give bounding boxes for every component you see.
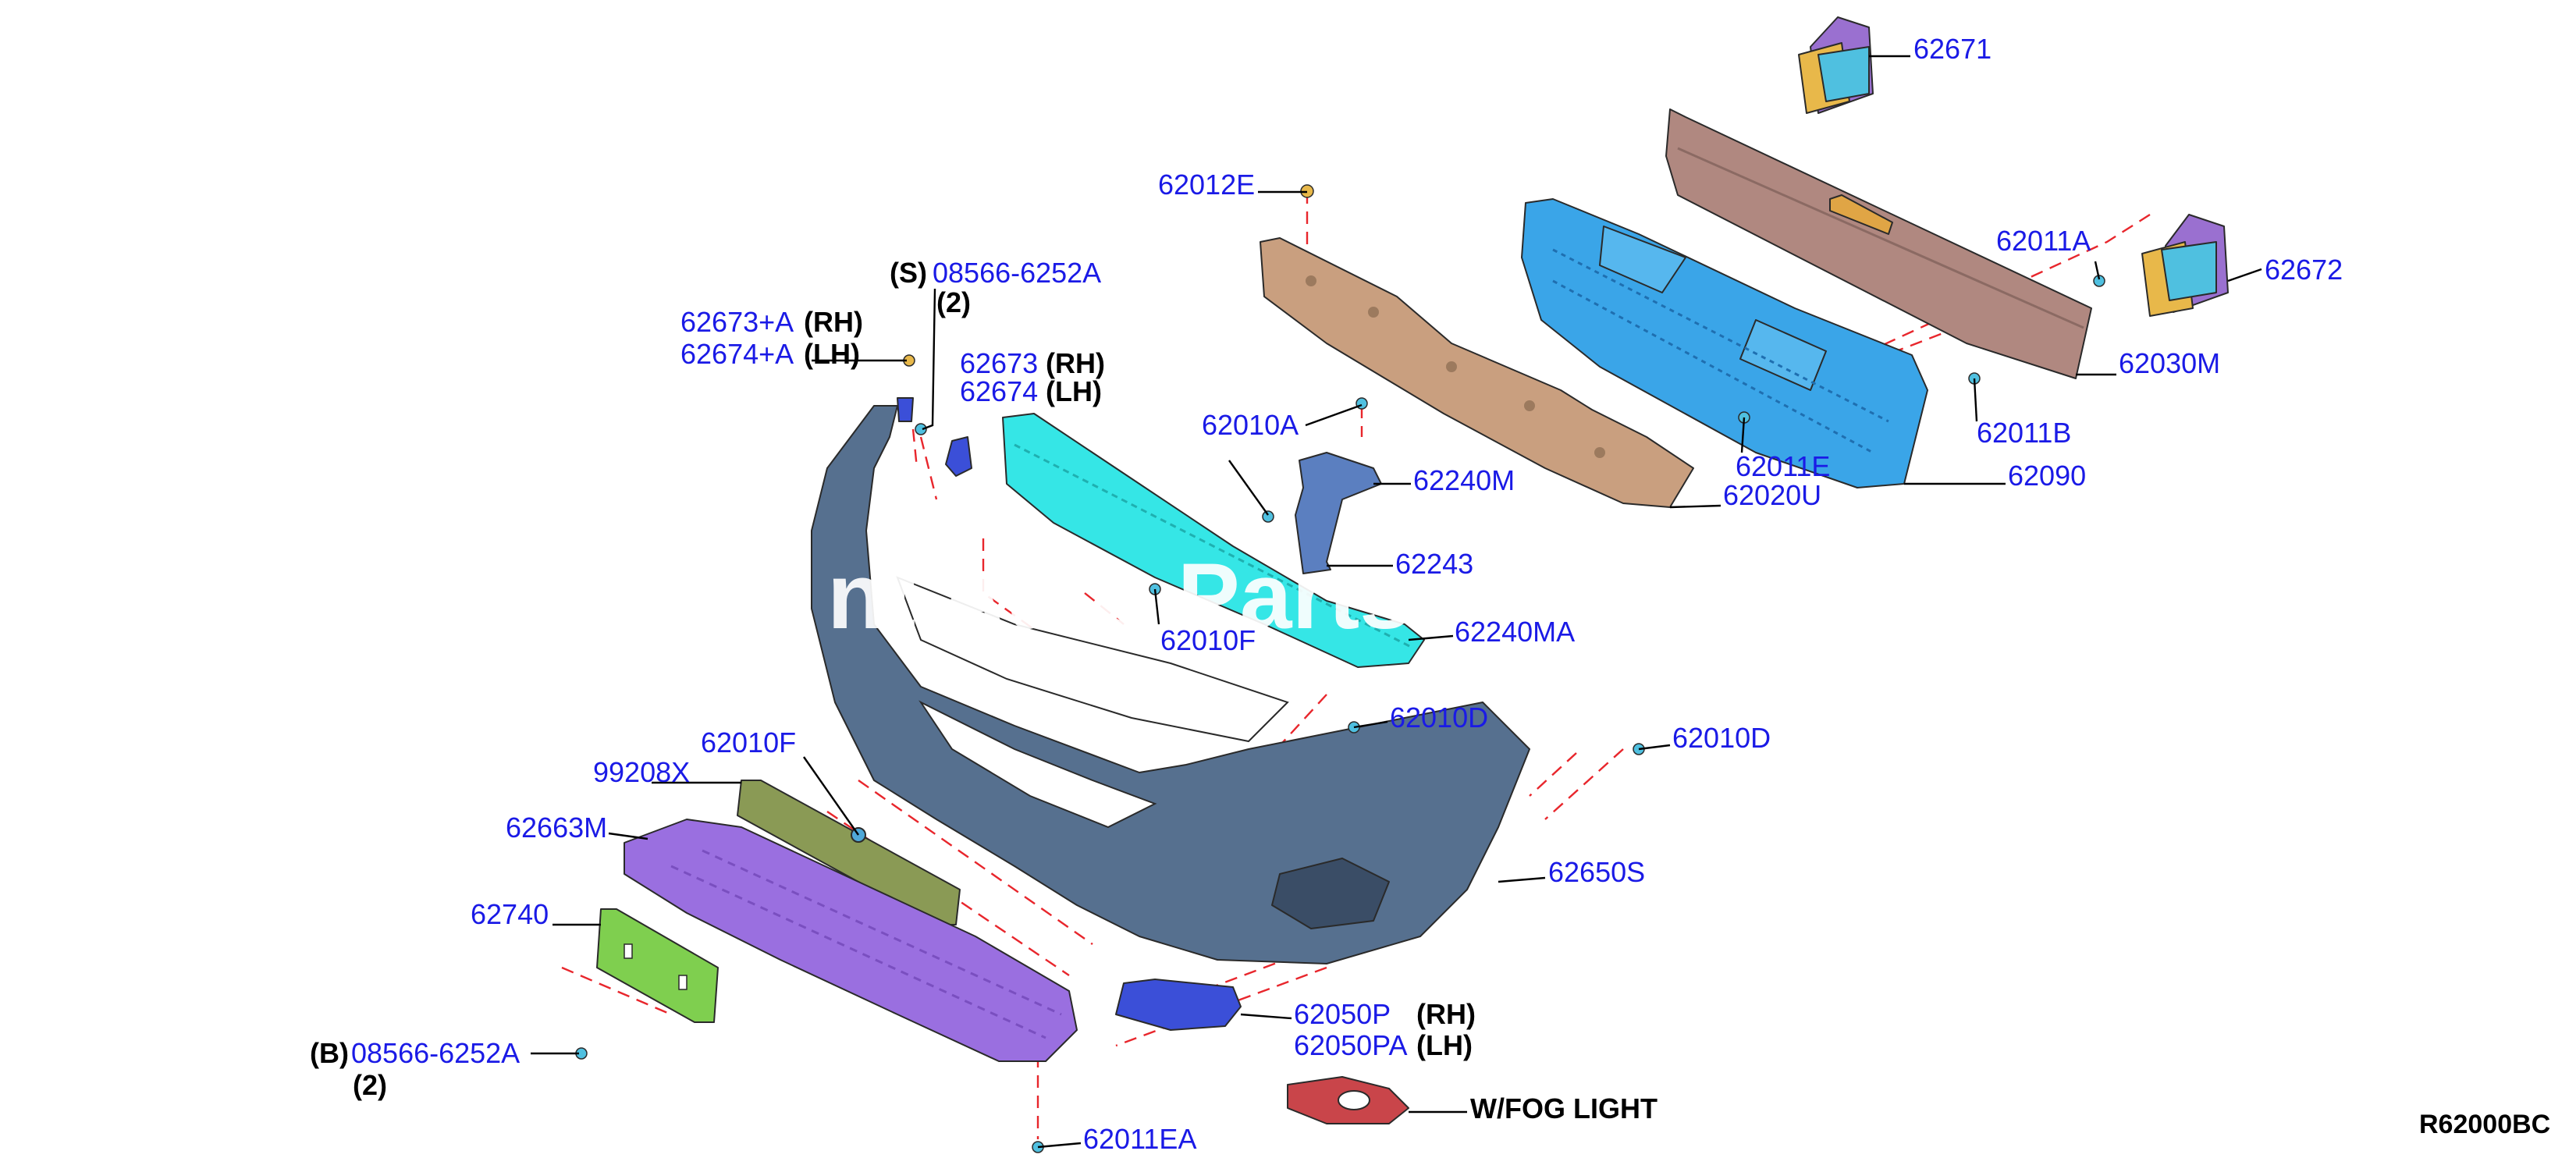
label-62050p-side: (RH) <box>1416 998 1476 1030</box>
label-62020u[interactable]: 62020U <box>1723 479 1821 511</box>
label-fog-light-note: W/FOG LIGHT <box>1470 1092 1658 1124</box>
bumper-fascia-62650s-graphic <box>811 405 1530 964</box>
diagram-reference-code: R62000BC <box>2419 1110 2550 1139</box>
label-08566-6252a-s[interactable]: 08566-6252A <box>933 257 1101 289</box>
label-62671[interactable]: 62671 <box>1913 33 1992 65</box>
label-62674-side: (LH) <box>1046 375 1102 407</box>
label-62050p[interactable]: 62050P <box>1294 998 1391 1030</box>
label-62243[interactable]: 62243 <box>1395 548 1473 580</box>
label-08566-6252a-b[interactable]: 08566-6252A <box>351 1037 520 1069</box>
label-62010f-upper[interactable]: 62010F <box>1160 624 1256 656</box>
bracket-62671-graphic <box>1798 16 1874 114</box>
label-62011e[interactable]: 62011E <box>1736 450 1830 482</box>
label-08566-qty-s: (2) <box>936 286 971 318</box>
fog-finisher-fog-light-graphic <box>1287 1076 1409 1124</box>
label-62674a[interactable]: 62674+A <box>680 338 794 370</box>
label-62010f-lower[interactable]: 62010F <box>701 726 796 758</box>
part-labels: 62671 62672 62012E 62011A 62030M 62011B … <box>310 33 2550 1155</box>
label-62090[interactable]: 62090 <box>2008 460 2086 492</box>
license-plate-62740-graphic <box>596 908 719 1023</box>
label-62011b[interactable]: 62011B <box>1977 417 2071 449</box>
shield-62020u-graphic <box>1260 237 1694 508</box>
label-62650s[interactable]: 62650S <box>1548 856 1645 888</box>
label-62740[interactable]: 62740 <box>471 898 549 930</box>
bracket-62240m-graphic <box>1295 452 1382 574</box>
label-62673[interactable]: 62673 <box>960 347 1038 379</box>
label-62010d-left[interactable]: 62010D <box>1390 702 1488 734</box>
reinforcement-62030m-graphic <box>1665 108 2092 379</box>
leader-lines <box>531 55 2262 1149</box>
label-08566-qty-b: (2) <box>353 1069 387 1101</box>
label-62673a-side: (RH) <box>804 306 863 338</box>
label-62673-side: (RH) <box>1046 347 1105 379</box>
label-62010a[interactable]: 62010A <box>1202 409 1299 441</box>
watermark-text: nt Auto Parts <box>827 544 1412 648</box>
label-62050pa-side: (LH) <box>1416 1029 1473 1061</box>
bracket-62673-graphic <box>897 397 972 477</box>
absorber-62090-graphic <box>1521 198 1928 488</box>
bracket-62672-graphic <box>2141 214 2229 317</box>
label-62011a[interactable]: 62011A <box>1996 225 2091 257</box>
label-62240m[interactable]: 62240M <box>1413 464 1515 496</box>
label-08566-prefix-s: (S) <box>890 257 927 289</box>
label-62663m[interactable]: 62663M <box>506 812 607 844</box>
label-62240ma[interactable]: 62240MA <box>1455 616 1575 648</box>
label-62050pa[interactable]: 62050PA <box>1294 1029 1407 1061</box>
label-08566-prefix-b: (B) <box>310 1037 349 1069</box>
label-62011ea[interactable]: 62011EA <box>1083 1123 1196 1155</box>
label-62674a-side: (LH) <box>804 338 860 370</box>
fog-finisher-62050p-graphic <box>1115 979 1242 1031</box>
label-62673a[interactable]: 62673+A <box>680 306 794 338</box>
undercover-62663m-graphic <box>624 819 1078 1062</box>
absorber-62240ma-graphic <box>1002 413 1425 668</box>
assembly-dashed-lines <box>561 191 2151 1139</box>
label-62030m[interactable]: 62030M <box>2119 347 2220 379</box>
label-62010d-right[interactable]: 62010D <box>1672 722 1771 754</box>
label-62674[interactable]: 62674 <box>960 375 1038 407</box>
label-99208x[interactable]: 99208X <box>593 756 690 788</box>
label-62672[interactable]: 62672 <box>2265 254 2343 286</box>
label-62012e[interactable]: 62012E <box>1158 169 1255 201</box>
